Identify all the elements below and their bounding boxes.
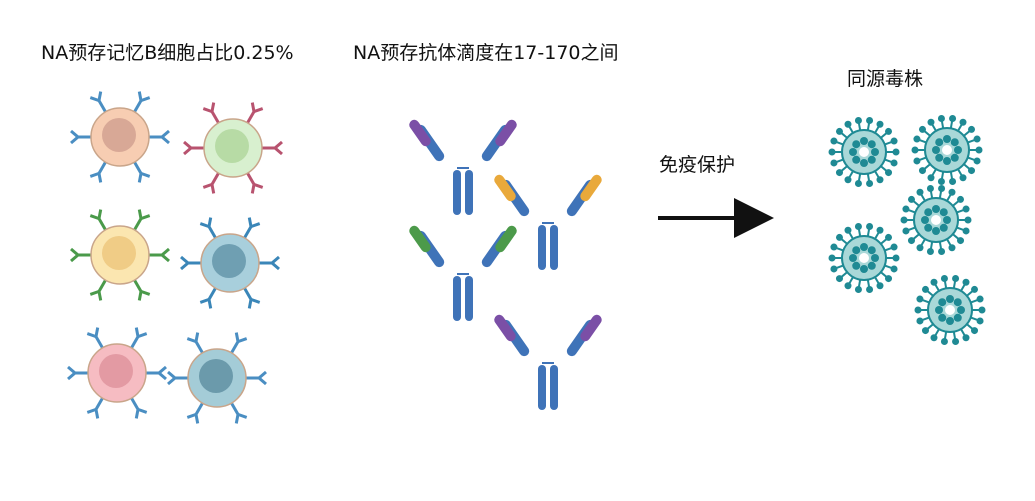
- protection-label: 免疫保护: [659, 154, 736, 176]
- b-cell-receptor: [242, 286, 261, 309]
- virus-particle: [911, 114, 983, 186]
- b-cell-receptor: [167, 370, 189, 386]
- b-cell: [180, 217, 280, 309]
- virus-particle: [828, 222, 900, 294]
- b-cell-nucleus: [99, 354, 133, 388]
- b-cell-receptor: [86, 396, 105, 419]
- b-cell-receptor: [148, 247, 170, 263]
- b-cell-receptor: [132, 209, 151, 232]
- antibody: [409, 119, 517, 215]
- b-cell-receptor: [70, 247, 92, 263]
- b-cell-receptor: [261, 140, 283, 156]
- b-cell-receptor: [148, 129, 170, 145]
- b-cell: [67, 327, 167, 419]
- b-cell-receptor: [132, 278, 151, 301]
- b-cell: [70, 209, 170, 301]
- b-cell: [167, 332, 267, 424]
- b-cell-receptor: [199, 286, 218, 309]
- b-cell-receptor: [202, 171, 221, 194]
- b-cell-receptor: [180, 255, 202, 271]
- b-cell-receptor: [186, 332, 205, 355]
- b-cell-receptor: [129, 327, 148, 350]
- b-cell-receptor: [89, 209, 108, 232]
- b-cell-receptor: [229, 332, 248, 355]
- b-cell-receptor: [86, 327, 105, 350]
- b-cell-receptor: [245, 171, 264, 194]
- b-cell-nucleus: [199, 359, 233, 393]
- b-cell: [183, 102, 283, 194]
- homologous-strain-title: 同源毒株: [847, 68, 924, 90]
- b-cell-receptor: [145, 365, 167, 381]
- b-cell-receptor: [132, 160, 151, 183]
- b-cell-receptor: [199, 217, 218, 240]
- b-cell-receptor: [132, 91, 151, 114]
- b-cell-receptor: [258, 255, 280, 271]
- b-cell-receptor: [183, 140, 205, 156]
- b-cell-receptor: [70, 129, 92, 145]
- b-cell-receptor: [242, 217, 261, 240]
- antibody: [409, 225, 517, 321]
- antibody-title: NA预存抗体滴度在17-170之间: [353, 42, 619, 64]
- b-cell-nucleus: [215, 129, 249, 163]
- b-cell-receptor: [67, 365, 89, 381]
- b-cell-receptor: [202, 102, 221, 125]
- antibody: [494, 174, 602, 270]
- memory-b-cell-title: NA预存记忆B细胞占比0.25%: [41, 42, 294, 64]
- b-cell-receptor: [129, 396, 148, 419]
- b-cell-receptor: [245, 102, 264, 125]
- b-cell-nucleus: [102, 118, 136, 152]
- b-cell-receptor: [89, 160, 108, 183]
- virus-particle: [914, 274, 986, 346]
- b-cell-receptor: [245, 370, 267, 386]
- b-cell-receptor: [186, 401, 205, 424]
- b-cell: [70, 91, 170, 183]
- b-cell-receptor: [89, 91, 108, 114]
- b-cell-nucleus: [212, 244, 246, 278]
- b-cell-receptor: [89, 278, 108, 301]
- b-cell-receptor: [229, 401, 248, 424]
- virus-particle: [828, 116, 900, 188]
- antibody: [494, 314, 602, 410]
- virus-particle: [900, 184, 972, 256]
- b-cell-nucleus: [102, 236, 136, 270]
